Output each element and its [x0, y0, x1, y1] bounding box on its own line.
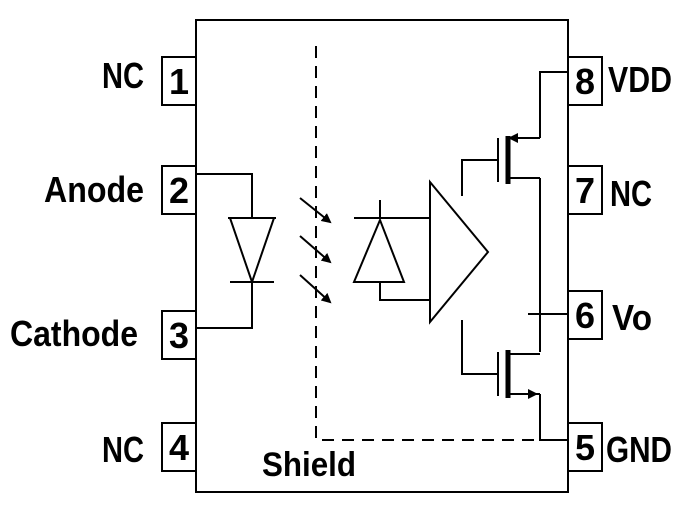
photodiode-symbol: [352, 200, 430, 301]
pin-1-box: [161, 56, 197, 106]
pin-3-number: 3: [169, 315, 189, 356]
pin-2-name: Anode: [44, 169, 144, 210]
pin-1-number: 1: [169, 61, 189, 102]
pin-7-name: NC: [610, 173, 652, 214]
pin-2-number: 2: [169, 170, 189, 211]
pin-7-number: 7: [575, 170, 595, 211]
pin-6-number: 6: [575, 295, 595, 336]
output-stage: [461, 71, 568, 441]
pin-2-box: [161, 165, 197, 215]
pin-8-name: VDD: [608, 59, 672, 100]
pin-4-box: [161, 422, 197, 472]
pin-5-number: 5: [575, 427, 595, 468]
led-symbol: [196, 173, 276, 329]
ic-body: [195, 19, 569, 493]
pin-4-number: 4: [169, 427, 189, 468]
pin-5-name: GND: [606, 429, 672, 470]
pin-8-number: 8: [575, 61, 595, 102]
pin-7-box: [567, 165, 603, 215]
pin-5-box: [567, 422, 603, 472]
shield-label: Shield: [262, 446, 356, 484]
pin-1-name: NC: [102, 55, 144, 96]
pin-6-box: [567, 290, 603, 340]
pin-6-name: Vo: [612, 297, 652, 338]
pin-3-name: Cathode: [10, 313, 138, 354]
pin-4-name: NC: [102, 429, 144, 470]
shield-line: [315, 46, 540, 441]
pin-8-box: [567, 56, 603, 106]
amplifier-symbol: [429, 179, 490, 325]
pin-3-box: [161, 310, 197, 360]
